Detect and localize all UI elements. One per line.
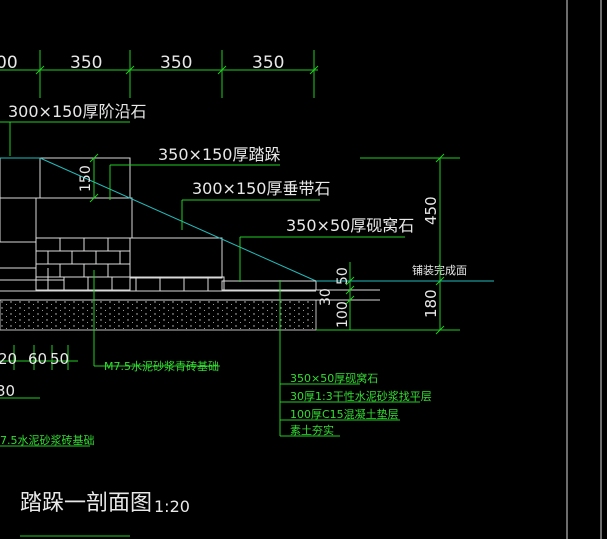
layer-item-4: 素土夯实: [290, 423, 334, 437]
callout-tread: 350×150厚踏跺: [109, 145, 281, 200]
layer-item-3: 100厚C15混凝土垫层: [290, 407, 399, 421]
sheet-frame: [566, 0, 602, 539]
callout-brick: M7.5水泥砂浆青砖基础: [93, 270, 220, 373]
label-brick-foundation-left: 7.5水泥砂浆砖基础: [0, 433, 95, 447]
concrete-bed: [0, 290, 317, 331]
layer-item-2: 30厚1:3干性水泥砂浆找平层: [290, 389, 432, 403]
callout-curb: 300×150厚垂带石: [181, 179, 331, 230]
brick-foundation: [0, 237, 225, 292]
dim-bottom-30: 30: [0, 382, 15, 400]
layer-item-1: 350×50厚砚窝石: [290, 371, 378, 385]
dim-bottom-50: 50: [50, 350, 69, 368]
top-dimension-chain: 00 350 350 350: [0, 50, 319, 98]
dim-top-3: 350: [252, 53, 284, 73]
step-edge-stone: [0, 157, 41, 243]
label-tread: 350×150厚踏跺: [158, 145, 281, 164]
curb-slope: [0, 157, 317, 282]
dim-top-1: 350: [70, 53, 102, 73]
label-paving: 350×50厚砚窝石: [286, 216, 414, 235]
dim-small-30: 30: [318, 288, 334, 306]
dim-top-0: 00: [0, 53, 18, 73]
callout-step-edge: 300×150厚阶沿石: [0, 102, 147, 156]
layer-callout: 350×50厚砚窝石 30厚1:3干性水泥砂浆找平层 100厚C15混凝土垫层 …: [279, 280, 432, 437]
dim-small-50: 50: [335, 267, 351, 285]
bottom-left-dimensions: 20 60 50 30: [0, 345, 78, 400]
dim-small-100: 100: [335, 301, 351, 328]
dim-bottom-20: 20: [0, 350, 17, 368]
callout-paving: 350×50厚砚窝石: [239, 216, 414, 282]
paving-stone: [221, 280, 317, 291]
label-step-edge: 300×150厚阶沿石: [8, 102, 147, 121]
left-dimension-150: 150: [78, 153, 99, 203]
drawing-title: 踏跺一剖面图: [20, 491, 152, 516]
label-curb: 300×150厚垂带石: [192, 179, 331, 198]
dim-bottom-60: 60: [28, 350, 47, 368]
dim-right-450: 450: [422, 196, 440, 225]
label-brick-foundation: M7.5水泥砂浆青砖基础: [104, 359, 219, 373]
tread-stones: [35, 157, 223, 279]
dim-top-2: 350: [160, 53, 192, 73]
drawing-scale: 1:20: [154, 497, 190, 516]
drawing-title-block: 踏跺一剖面图 1:20: [20, 491, 190, 537]
dim-left-150: 150: [78, 165, 94, 192]
callout-brick-left: 7.5水泥砂浆砖基础: [0, 433, 95, 447]
right-dimensions: 450 180 50 30 100: [318, 153, 460, 335]
dim-right-180: 180: [422, 289, 440, 318]
